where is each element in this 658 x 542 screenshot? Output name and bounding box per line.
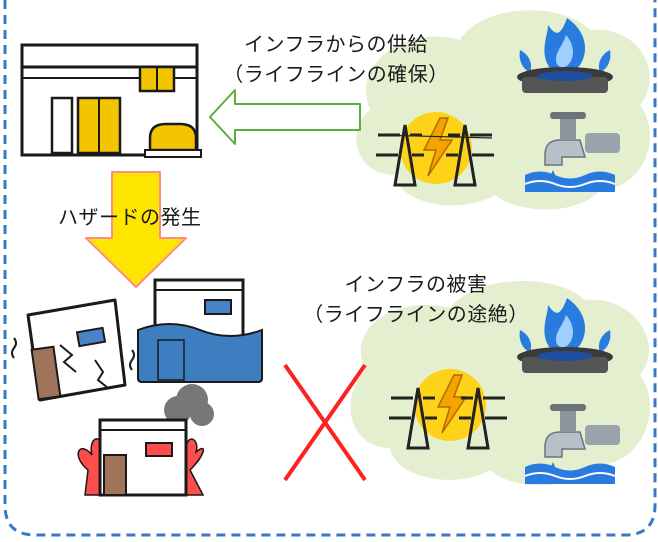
gas-flame-icon-bottom (517, 298, 613, 373)
gas-flame-icon (517, 18, 613, 93)
dashed-frame (3, 0, 657, 537)
building-icon (20, 43, 202, 158)
disconnection-cross (283, 363, 367, 482)
hazard-label: ハザードの発生 (58, 205, 202, 229)
burning-building-icon (77, 384, 214, 497)
damage-label-line2: （ライフラインの途絶） (303, 302, 529, 326)
power-tower-icon-bottom (389, 369, 507, 450)
water-tap-icon-bottom (524, 404, 620, 484)
supply-arrow (209, 89, 361, 145)
damaged-building-icon (11, 298, 135, 402)
damage-label-line1: インフラの被害 (344, 272, 488, 296)
water-tap-icon (524, 112, 620, 192)
hazard-arrow (85, 171, 187, 288)
supply-label-line1: インフラからの供給 (244, 32, 428, 56)
flooded-building-icon (137, 278, 263, 383)
supply-label-line2: （ライフラインの確保） (223, 62, 449, 86)
power-tower-icon (376, 112, 494, 187)
